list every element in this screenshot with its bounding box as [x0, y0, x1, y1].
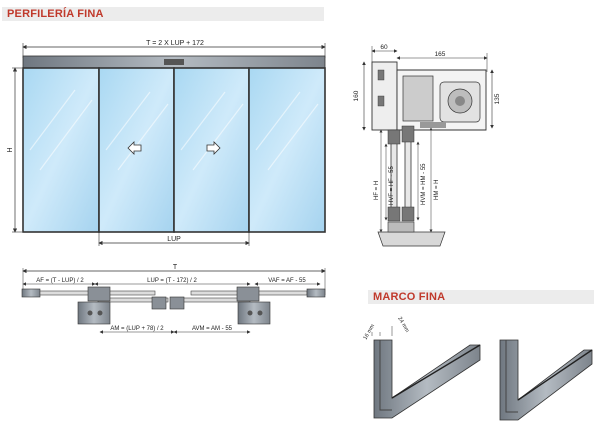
section-height-135: 135	[494, 93, 501, 104]
plan-total-label: T	[173, 264, 178, 271]
track-profile	[402, 75, 434, 122]
profile-section-header: PERFILERÍA FINA	[2, 7, 324, 21]
floor-guide	[387, 221, 415, 233]
lup-dimension-label: LUP	[167, 236, 181, 243]
frame-section-header: MARCO FINA	[368, 290, 594, 304]
frame-section-title: MARCO FINA	[373, 291, 446, 303]
front-view: T = 2 X LUP + 172 H LUP	[7, 40, 326, 246]
section-height-160: 160	[353, 90, 360, 101]
section-hm-label: HM = H	[434, 179, 440, 200]
top-dimension-label: T = 2 X LUP + 172	[146, 40, 204, 47]
section-view: 60 165 160 135	[353, 44, 501, 247]
plan-am-label: AM = (LUP + 78) / 2	[110, 326, 164, 332]
height-dimension-label: H	[7, 147, 14, 152]
plan-vaf-label: VAF = AF - 55	[268, 278, 306, 284]
section-width-60: 60	[380, 44, 388, 51]
open-left-arrow-icon	[127, 141, 142, 155]
header-sensor	[164, 59, 184, 65]
profile-section-title: PERFILERÍA FINA	[7, 8, 104, 20]
plan-af-label: AF = (T - LUP) / 2	[36, 278, 84, 284]
open-right-arrow-icon	[206, 141, 221, 155]
right-handle-bracket	[237, 301, 271, 325]
section-hvm-label: HVM = HM - 55	[421, 163, 427, 205]
right-end-profile	[306, 288, 326, 298]
section-width-165: 165	[435, 51, 446, 58]
plan-view: T AF = (T - LUP) / 2 LUP = (T - 172) / 2…	[21, 264, 326, 334]
section-hvf-label: HVF = HF - 55	[389, 165, 395, 205]
frame-width-16: 16 mm	[363, 323, 377, 341]
plan-lup-label: LUP = (T - 172) / 2	[147, 278, 197, 284]
frame-profile-right	[499, 339, 593, 421]
plan-avm-label: AVM = AM - 55	[192, 326, 233, 332]
floor-section	[377, 231, 446, 247]
section-hf-label: HF = H	[374, 181, 380, 200]
fixed-panel-right	[248, 67, 326, 233]
frame-profiles: 16 mm 24 mm	[363, 316, 593, 421]
left-handle-bracket	[77, 301, 111, 325]
frame-profile-left	[373, 339, 481, 419]
moving-leaf-section	[404, 129, 412, 221]
left-end-profile	[21, 288, 41, 298]
housing-back-profile	[371, 61, 398, 131]
fixed-panel-left	[22, 67, 100, 233]
frame-width-24: 24 mm	[396, 316, 410, 334]
